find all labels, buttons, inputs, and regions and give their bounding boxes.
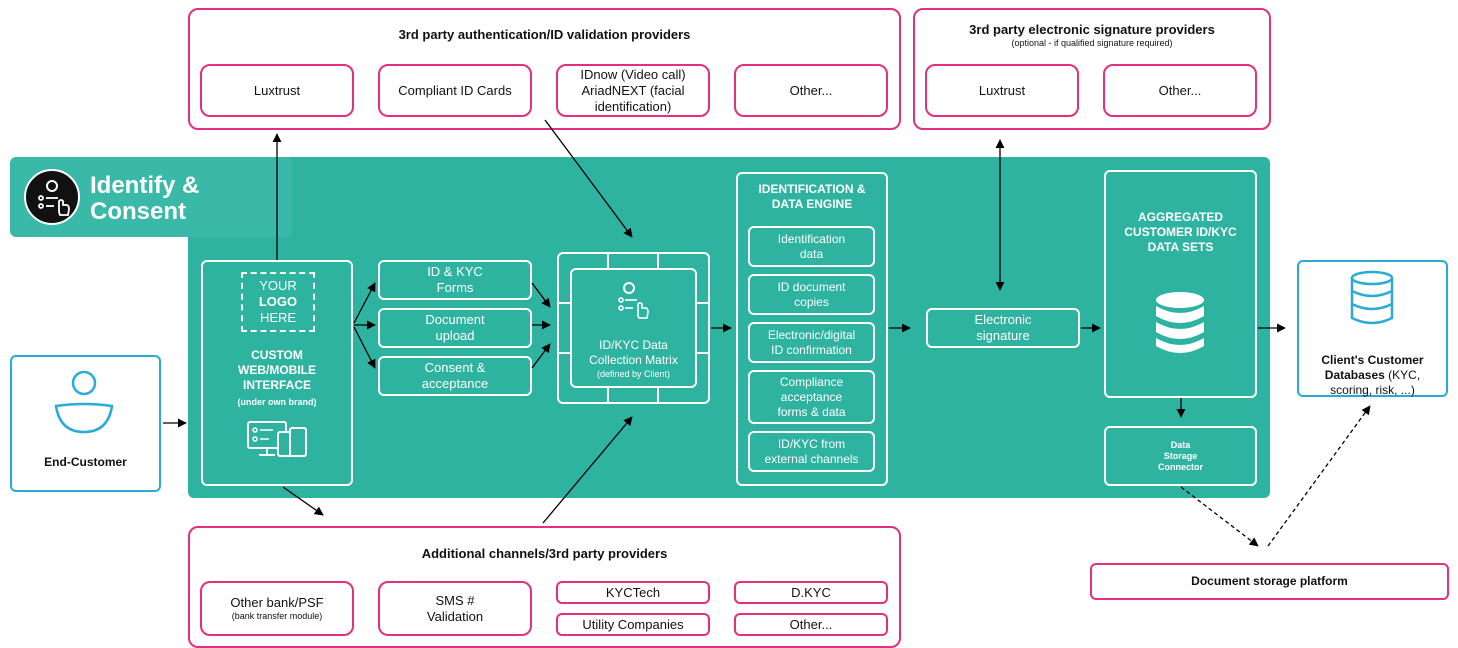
database-icon-blue (1346, 270, 1398, 326)
logo-placeholder: YOUR LOGO HERE (241, 272, 315, 332)
esign-provider-other[interactable]: Other... (1103, 64, 1257, 117)
esign-providers-subtitle: (optional - if qualified signature requi… (1011, 38, 1173, 48)
channel-kyctech[interactable]: KYCTech (556, 581, 710, 604)
esign-providers-title: 3rd party electronic signature providers (969, 22, 1215, 37)
matrix-title: ID/KYC Data Collection Matrix (589, 338, 678, 367)
logo-line2: LOGO (258, 294, 298, 309)
engine-digital-id-confirmation[interactable]: Electronic/digital ID confirmation (748, 322, 875, 363)
channel-other-bank-sub: (bank transfer module) (231, 611, 323, 621)
devices-icon (245, 420, 309, 460)
auth-provider-compliant-id[interactable]: Compliant ID Cards (378, 64, 532, 117)
banner-title-line1: Identify & (90, 172, 200, 199)
custom-interface-title: CUSTOM WEB/MOBILE INTERFACE (238, 348, 316, 392)
form-consent[interactable]: Consent & acceptance (378, 356, 532, 396)
auth-provider-luxtrust[interactable]: Luxtrust (200, 64, 354, 117)
engine-id-document-copies[interactable]: ID document copies (748, 274, 875, 315)
auth-providers-title: 3rd party authentication/ID validation p… (398, 27, 691, 42)
channel-other-bank-label: Other bank/PSF (230, 595, 324, 610)
client-databases-box (1297, 260, 1448, 397)
document-storage-platform[interactable]: Document storage platform (1090, 563, 1449, 600)
data-engine-box (736, 172, 888, 486)
custom-interface-subtitle: (under own brand) (237, 397, 317, 407)
arrow-storage-to-client (1267, 405, 1371, 547)
database-icon-white (1150, 290, 1210, 356)
matrix-inner (570, 268, 697, 388)
end-customer-box (10, 355, 161, 492)
auth-provider-other[interactable]: Other... (734, 64, 888, 117)
arrow-interface-to-form1 (353, 282, 376, 324)
data-storage-connector[interactable]: Data Storage Connector (1104, 426, 1257, 486)
identify-consent-icon (24, 169, 80, 225)
client-databases-title: Client's Customer Databases (1321, 353, 1424, 382)
logo-line3: HERE (259, 310, 297, 325)
arrow-interface-to-form3 (353, 326, 376, 369)
user-icon (52, 368, 116, 434)
client-databases-label: Client's Customer Databases (KYC, scorin… (1297, 338, 1448, 398)
end-customer-label: End-Customer (44, 455, 127, 469)
aggregated-data-title: AGGREGATED CUSTOMER ID/KYC DATA SETS (1124, 210, 1237, 254)
form-id-kyc[interactable]: ID & KYC Forms (378, 260, 532, 300)
esign-provider-luxtrust[interactable]: Luxtrust (925, 64, 1079, 117)
client-databases-suffix: (KYC, scoring, risk, ...) (1330, 368, 1421, 397)
matrix-grid-lines (557, 252, 710, 404)
additional-channels-title: Additional channels/3rd party providers (421, 546, 668, 561)
logo-line1: YOUR (259, 278, 297, 293)
arrow-form1-to-matrix (531, 282, 551, 308)
arrow-connector-to-storage (1180, 486, 1259, 547)
engine-external-channels[interactable]: ID/KYC from external channels (748, 431, 875, 472)
aggregated-data-box (1104, 170, 1257, 398)
arrow-additional-to-matrix (542, 416, 633, 524)
electronic-signature-box[interactable]: Electronic signature (926, 308, 1080, 348)
channel-other-bank[interactable]: Other bank/PSF (bank transfer module) (200, 581, 354, 636)
identify-consent-banner: Identify & Consent (10, 157, 292, 237)
auth-provider-idnow[interactable]: IDnow (Video call) AriadNEXT (facial ide… (556, 64, 710, 117)
data-engine-title: IDENTIFICATION & DATA ENGINE (758, 182, 866, 211)
arrow-interface-to-additional (282, 486, 324, 516)
arrow-auth-to-matrix (544, 119, 633, 238)
channel-other[interactable]: Other... (734, 613, 888, 636)
channel-utility-companies[interactable]: Utility Companies (556, 613, 710, 636)
channel-sms-validation[interactable]: SMS # Validation (378, 581, 532, 636)
matrix-subtitle: (defined by Client) (596, 369, 671, 379)
engine-identification-data[interactable]: Identification data (748, 226, 875, 267)
data-collection-matrix (557, 252, 710, 404)
banner-title-line2: Consent (90, 198, 186, 225)
engine-compliance-forms[interactable]: Compliance acceptance forms & data (748, 370, 875, 424)
arrow-form3-to-matrix (531, 343, 551, 369)
channel-dkyc[interactable]: D.KYC (734, 581, 888, 604)
custom-interface-box (201, 260, 353, 486)
form-document-upload[interactable]: Document upload (378, 308, 532, 348)
matrix-user-icon (613, 280, 657, 320)
